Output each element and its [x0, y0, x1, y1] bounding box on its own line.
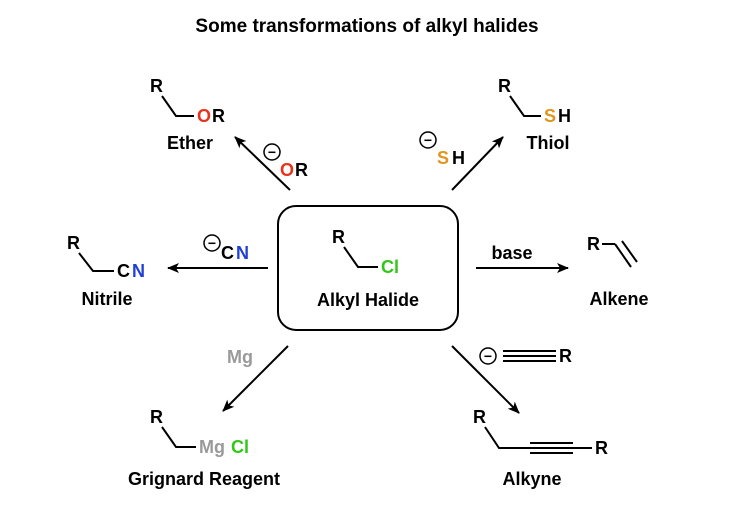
hydrosulfide-reagent: − S H: [419, 131, 465, 168]
alkene-r-label: R: [587, 234, 600, 254]
acetylide-charge-sign: −: [484, 348, 492, 364]
alkoxide-o-label: O: [280, 160, 294, 180]
arrow-to-alkyne: [451, 345, 520, 414]
nitrile-product: R C N Nitrile: [67, 233, 145, 309]
hydrosulfide-s-label: S: [437, 148, 449, 168]
nitrile-c-label: C: [117, 261, 130, 281]
alkene-label: Alkene: [589, 289, 648, 309]
ether-bond: [161, 95, 194, 117]
nitrile-bond: [78, 252, 114, 272]
ether-r-label: R: [150, 76, 163, 96]
base-reagent-label: base: [491, 243, 532, 263]
nitrile-label: Nitrile: [81, 289, 132, 309]
page-title: Some transformations of alkyl halides: [195, 16, 538, 37]
alkyne-r2-label: R: [595, 438, 608, 458]
alkene-double-bond-a: [614, 243, 632, 268]
alkoxide-r-label: R: [295, 160, 308, 180]
center-r-label: R: [332, 227, 345, 247]
grignard-bond: [161, 426, 196, 448]
ether-label: Ether: [167, 133, 213, 153]
thiol-s-label: S: [544, 106, 556, 126]
grignard-mg-label: Mg: [199, 437, 225, 457]
grignard-product: R Mg Cl Grignard Reagent: [128, 407, 280, 489]
center-label: Alkyl Halide: [317, 290, 419, 310]
thiol-h-label: H: [558, 106, 571, 126]
cyanide-charge-circle: [203, 234, 221, 252]
thiol-label: Thiol: [527, 133, 570, 153]
hydrosulfide-h-label: H: [452, 148, 465, 168]
alkoxide-reagent: − O R: [263, 143, 308, 180]
cyanide-charge-sign: −: [208, 235, 216, 251]
alkyne-product: R R Alkyne: [473, 407, 608, 489]
arrow-to-grignard: [222, 345, 289, 412]
alkene-double-bond-b: [621, 240, 638, 263]
nitrile-r-label: R: [67, 233, 80, 253]
grignard-cl-label: Cl: [231, 437, 249, 457]
ether-r2-label: R: [212, 106, 225, 126]
arrow-to-ether: [234, 136, 291, 191]
grignard-r-label: R: [150, 407, 163, 427]
hydrosulfide-charge-sign: −: [424, 132, 432, 148]
grignard-label: Grignard Reagent: [128, 469, 280, 489]
alkoxide-charge-circle: [263, 143, 281, 161]
thiol-r-label: R: [498, 76, 511, 96]
acetylide-charge-circle: [479, 347, 497, 365]
magnesium-reagent-label: Mg: [227, 347, 253, 367]
alkyne-bond: [484, 426, 530, 449]
acetylide-reagent: − R: [479, 346, 572, 366]
nitrile-n-label: N: [132, 261, 145, 281]
alkyne-r-label: R: [473, 407, 486, 427]
arrow-to-thiol: [451, 136, 504, 191]
center-box-frame: [277, 205, 459, 331]
acetylide-r-label: R: [559, 346, 572, 366]
alkyne-label: Alkyne: [502, 469, 561, 489]
center-cl-label: Cl: [381, 257, 399, 277]
cyanide-reagent: − C N: [203, 234, 249, 263]
hydrosulfide-charge-circle: [419, 131, 437, 149]
cyanide-n-label: N: [236, 243, 249, 263]
thiol-bond: [509, 95, 541, 117]
alkoxide-charge-sign: −: [268, 144, 276, 160]
alkene-product: R Alkene: [587, 234, 649, 309]
thiol-product: R S H Thiol: [498, 76, 571, 153]
center-bond: [343, 246, 378, 268]
ether-product: R O R Ether: [150, 76, 225, 153]
alkyl-halide-box: R Cl Alkyl Halide: [277, 205, 459, 331]
ether-o-label: O: [197, 106, 211, 126]
cyanide-c-label: C: [221, 243, 234, 263]
